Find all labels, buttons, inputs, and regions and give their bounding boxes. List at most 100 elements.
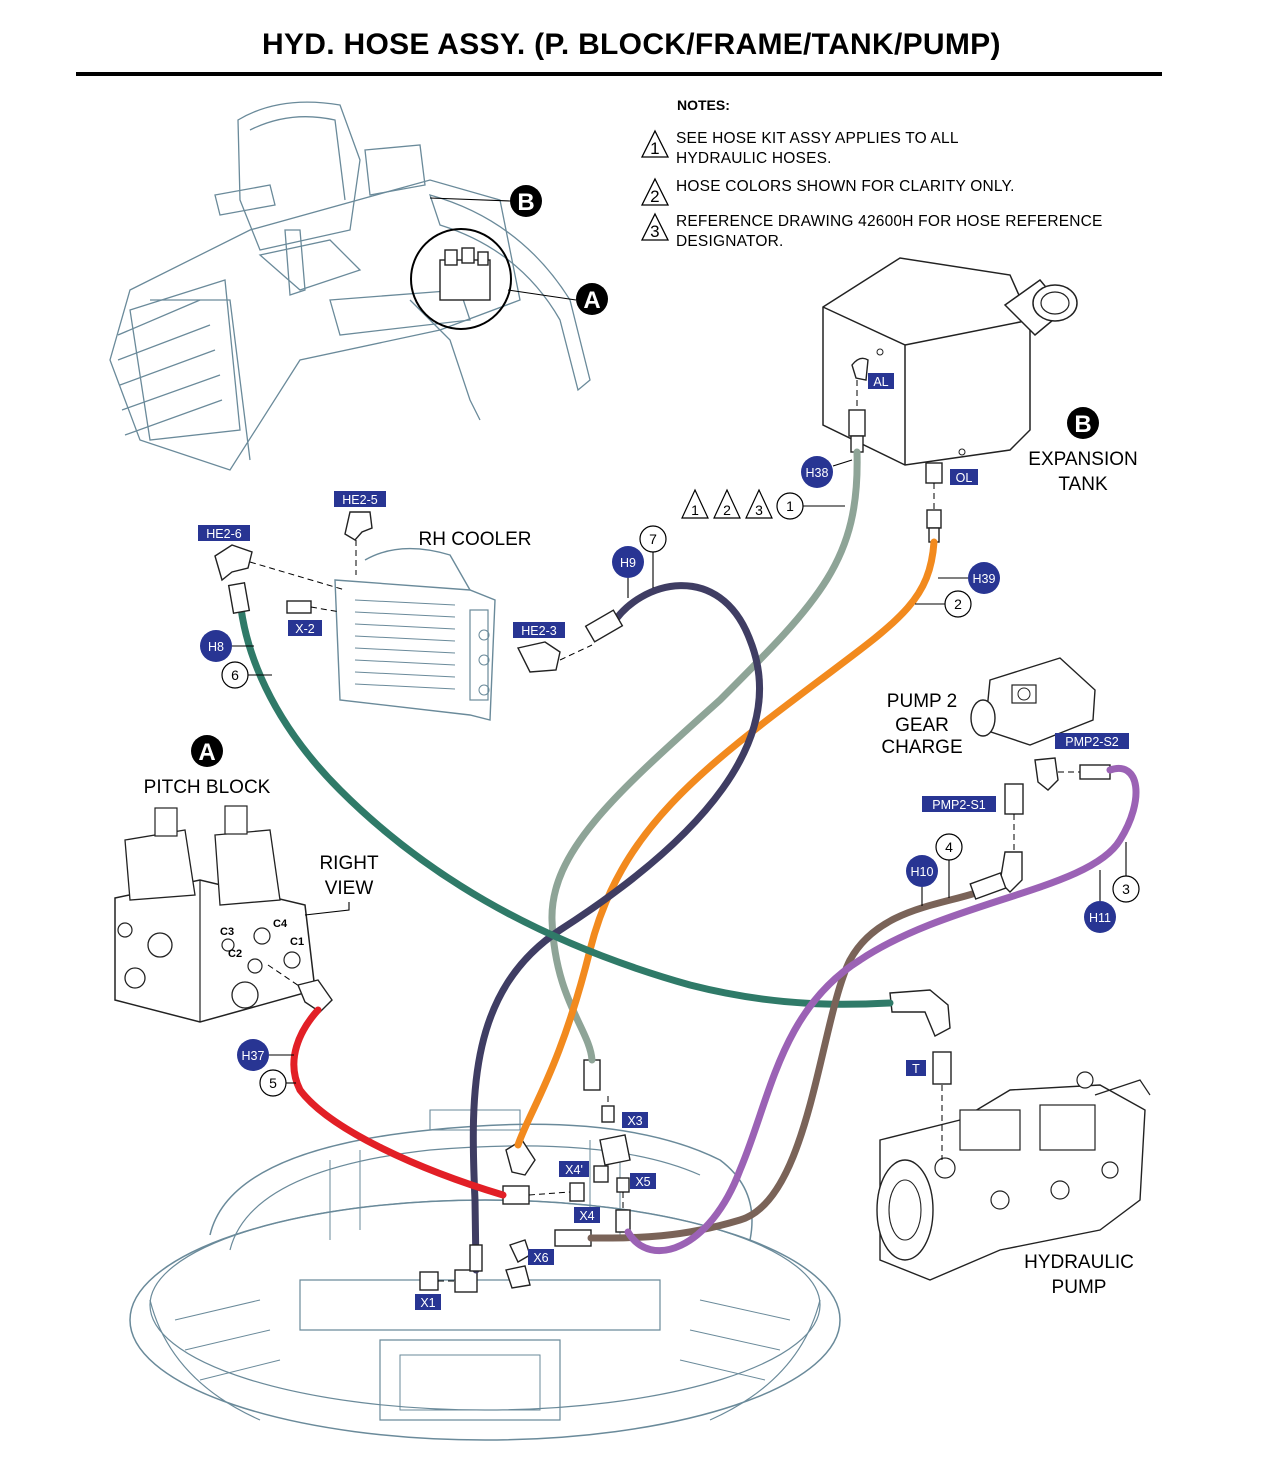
- tag-label: HE2-6: [206, 527, 241, 541]
- fitting-x4prime: [569, 1182, 585, 1202]
- tag-x1: X1: [415, 1294, 441, 1310]
- leader-line: [429, 197, 511, 202]
- tag-label: X4': [565, 1163, 583, 1177]
- hose-h37: [290, 1006, 507, 1199]
- pump2-illustration: [970, 657, 1096, 746]
- machine-overview-illustration: [109, 101, 591, 471]
- callout-label: 1: [786, 498, 794, 514]
- detail-marker-a: A: [191, 735, 223, 767]
- svg-text:C2: C2: [228, 948, 242, 960]
- fitting-h9-frame: [469, 1244, 483, 1272]
- expansion-tank-illustration: [822, 257, 1078, 466]
- badge-label: H9: [620, 556, 636, 570]
- callout-4: 4: [935, 833, 963, 861]
- detail-marker-a-top: A: [576, 283, 608, 315]
- pitch-block-illustration: C3 C4 C1 C2: [114, 805, 316, 1023]
- fitting-h10-frame: [554, 1229, 592, 1247]
- detail-marker-b-top: B: [510, 185, 542, 217]
- tag-x5: X5: [630, 1173, 656, 1189]
- tag-label: X5: [635, 1175, 650, 1189]
- tag-x3: X3: [622, 1112, 648, 1128]
- fitting-pmp2-s1: [1004, 783, 1024, 815]
- badge-label: H37: [242, 1049, 265, 1063]
- frame-illustration: [129, 1109, 841, 1441]
- label-view: VIEW: [325, 878, 374, 899]
- callout-label: 2: [954, 596, 962, 612]
- badge-label: H39: [973, 572, 996, 586]
- fitting-he2-6: [214, 544, 253, 582]
- label-pitch-block: PITCH BLOCK: [144, 777, 271, 798]
- badge-h8: H8: [200, 630, 232, 662]
- detail-circle: [410, 228, 512, 330]
- tag-x4: X4: [574, 1207, 600, 1223]
- note-number: 2: [650, 187, 660, 206]
- label-pump2-line3: CHARGE: [881, 737, 962, 758]
- note-ref-label: 2: [723, 502, 731, 518]
- fitting-x6: [505, 1239, 531, 1289]
- hose-h10: [587, 884, 994, 1242]
- notes-heading: NOTES:: [677, 97, 730, 113]
- fitting-pmp2-s2-hose: [1079, 764, 1111, 780]
- note-ref-1: 1: [681, 488, 709, 519]
- fitting-x3: [601, 1105, 615, 1123]
- callout-2: 2: [944, 590, 972, 618]
- note-line: HYDRAULIC HOSES.: [676, 150, 832, 167]
- fitting-ol: [925, 462, 943, 484]
- fitting-h10-mid: [969, 872, 1007, 900]
- tag-label: AL: [873, 375, 888, 389]
- badge-h10: H10: [906, 855, 938, 887]
- tag-label: X-2: [295, 622, 315, 636]
- page-title: HYD. HOSE ASSY. (P. BLOCK/FRAME/TANK/PUM…: [262, 28, 1001, 61]
- note-line: SEE HOSE KIT ASSY APPLIES TO ALL: [676, 130, 959, 147]
- badge-label: H8: [208, 640, 224, 654]
- note-ref-3: 3: [745, 488, 773, 519]
- callout-label: 5: [269, 1075, 277, 1091]
- fitting-h8-cooler: [227, 582, 251, 614]
- fitting-t: [932, 1051, 952, 1085]
- marker-letter: A: [583, 287, 600, 314]
- label-hydraulic: HYDRAULIC: [1024, 1252, 1134, 1273]
- badge-label: H11: [1089, 911, 1111, 925]
- tag-ol: OL: [950, 469, 978, 485]
- tag-t: T: [906, 1060, 926, 1076]
- tag-he2-3: HE2-3: [513, 622, 565, 638]
- callout-3: 3: [1112, 875, 1140, 903]
- tag-label: X4: [579, 1209, 594, 1223]
- detail-marker-b: B: [1067, 407, 1099, 439]
- tag-x-2: X-2: [288, 620, 322, 636]
- tag-al: AL: [868, 373, 894, 389]
- tag-label: X1: [420, 1296, 435, 1310]
- tag-x4prime: X4': [559, 1161, 589, 1177]
- callout-5: 5: [259, 1069, 287, 1097]
- rh-cooler-illustration: [334, 547, 496, 721]
- tag-label: OL: [956, 471, 973, 485]
- note-line: HOSE COLORS SHOWN FOR CLARITY ONLY.: [676, 178, 1015, 195]
- label-pump2-line1: PUMP 2: [887, 691, 957, 712]
- fitting-he2-3: [516, 641, 561, 673]
- tag-pmp2-s1: PMP2-S1: [922, 796, 996, 812]
- callout-1: 1: [776, 492, 804, 520]
- callout-7: 7: [639, 525, 667, 553]
- valve-block-small: [439, 247, 491, 301]
- label-right: RIGHT: [319, 853, 379, 874]
- hydraulic-pump-illustration: [876, 1071, 1151, 1281]
- badge-h38: H38: [801, 456, 833, 488]
- badge-label: H10: [911, 865, 934, 879]
- fitting-x3-manifold: [599, 1134, 631, 1166]
- callout-label: 7: [649, 531, 657, 547]
- tag-he2-5: HE2-5: [334, 491, 386, 507]
- fitting-h38-tank: [848, 409, 866, 453]
- badge-h39: H39: [968, 562, 1000, 594]
- hose-h39: [514, 538, 938, 1149]
- note-triangle-icon: 1: [640, 129, 670, 158]
- marker-letter: B: [517, 189, 534, 216]
- label-pump2-line2: GEAR: [895, 715, 949, 736]
- tag-label: X3: [627, 1114, 642, 1128]
- leader-line: [304, 902, 350, 916]
- note-ref-2: 2: [713, 488, 741, 519]
- note-number: 1: [650, 139, 660, 158]
- tag-label: PMP2-S2: [1065, 735, 1119, 749]
- tag-label: T: [912, 1062, 920, 1076]
- note-ref-label: 1: [691, 502, 699, 518]
- label-tank: TANK: [1058, 474, 1108, 495]
